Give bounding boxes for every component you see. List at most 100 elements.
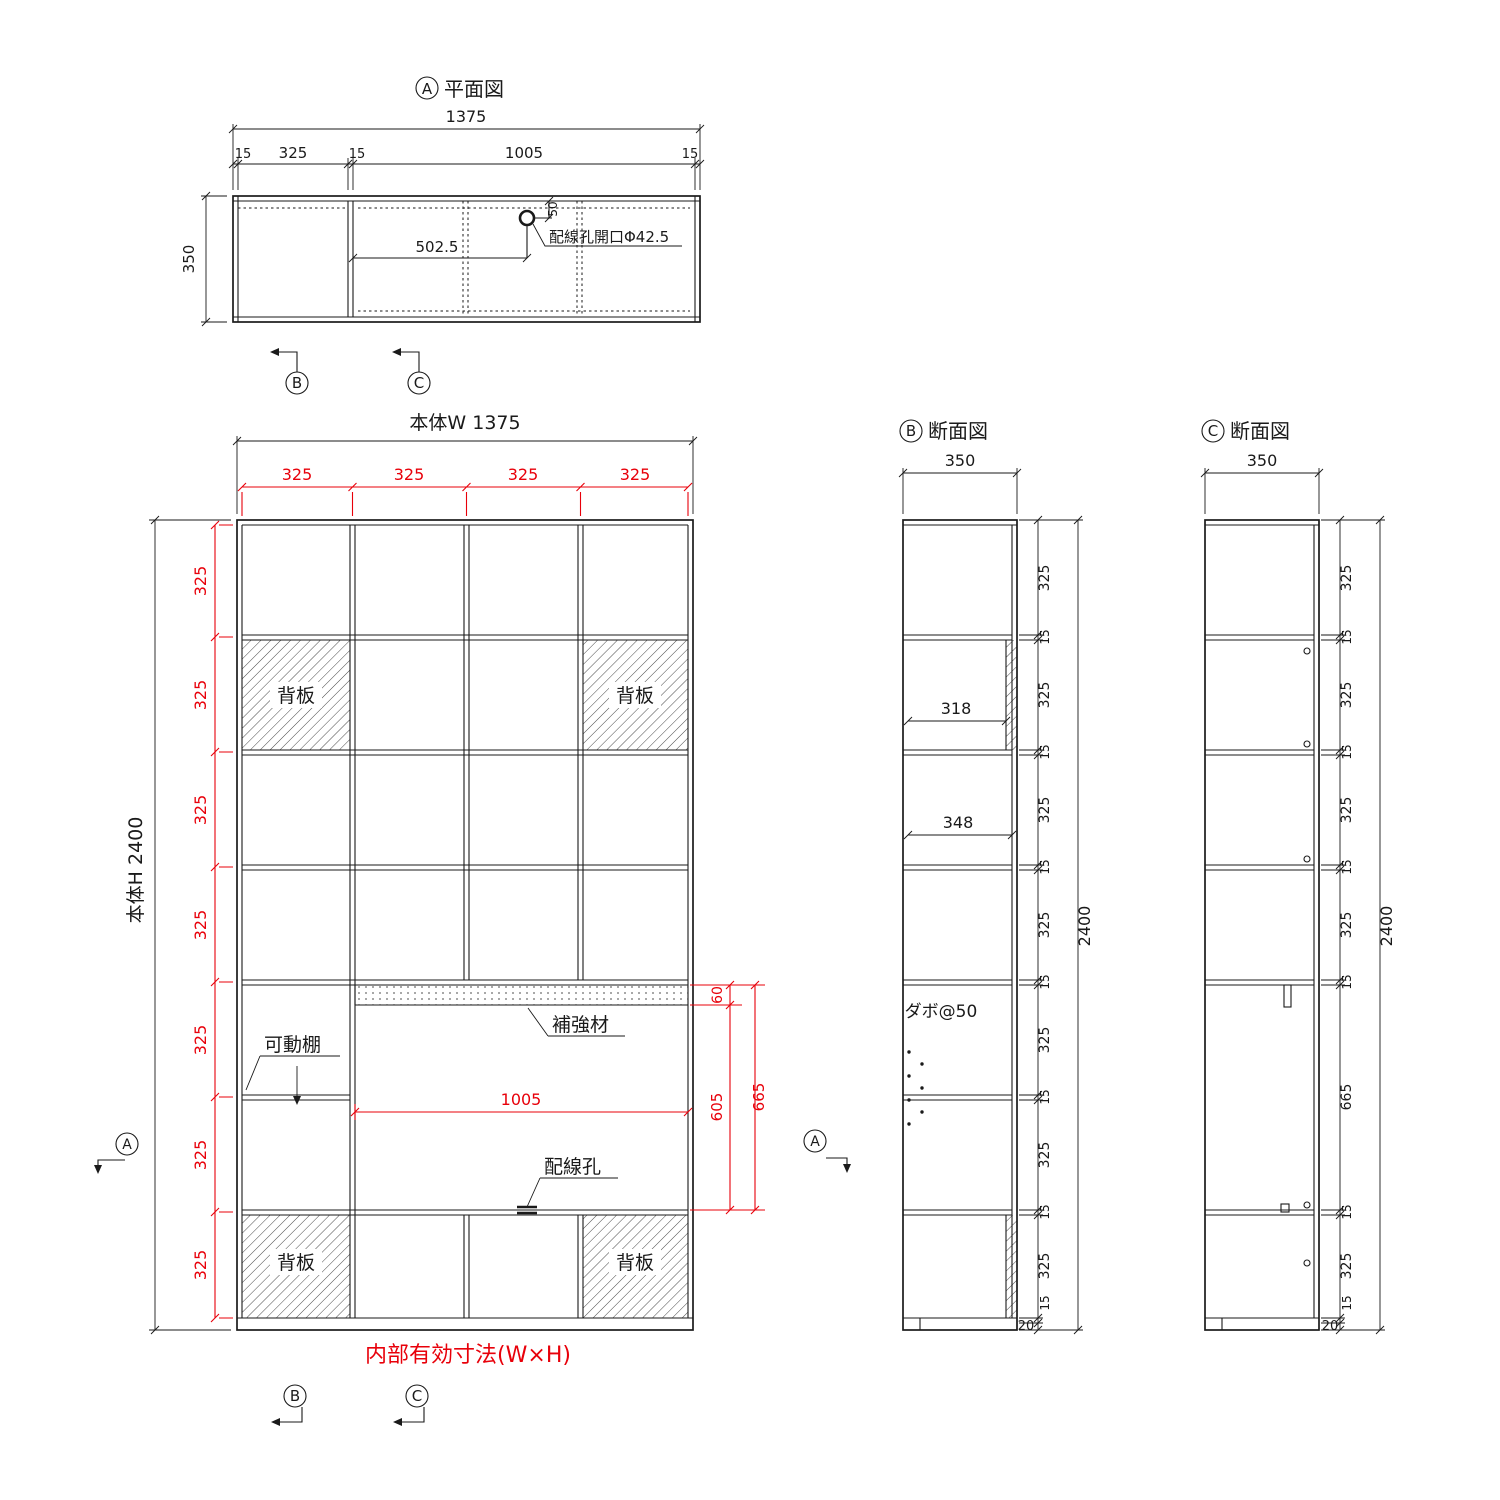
plan-hole-construction bbox=[353, 201, 552, 259]
section-c-outline bbox=[1204, 519, 1320, 1331]
plan-dim-2: 15 bbox=[349, 147, 366, 162]
c-chain-6: 325 bbox=[1339, 912, 1355, 939]
b-chain-4: 325 bbox=[1037, 797, 1053, 824]
section-b-title: 断面図 bbox=[928, 419, 988, 443]
wiring-hole-circle bbox=[518, 209, 536, 227]
plan-dim-4: 15 bbox=[682, 147, 699, 162]
cut-a-left-circle bbox=[115, 1132, 139, 1156]
plan-hole-offset-y: 50 bbox=[546, 201, 560, 216]
front-height-label: 本体H 2400 bbox=[125, 817, 147, 924]
cut-a-right-circle bbox=[803, 1129, 827, 1153]
section-b-marker-circle bbox=[899, 419, 923, 443]
section-b-shelf-depth-1: 318 bbox=[941, 699, 972, 718]
cut-a-right-letter: A bbox=[810, 1134, 820, 1150]
section-c-title: 断面図 bbox=[1230, 419, 1290, 443]
plan-hole-offset-x: 502.5 bbox=[416, 238, 459, 256]
front-bay-dim-lines bbox=[237, 482, 693, 516]
cut-a-right-arrowhead bbox=[843, 1164, 851, 1173]
reinforcement-leader bbox=[527, 1007, 625, 1037]
c-chain-0: 325 bbox=[1339, 565, 1355, 592]
section-b-shelf-depth-2: 348 bbox=[943, 813, 974, 832]
front-partitions bbox=[349, 525, 584, 1318]
b-chain-7: 15 bbox=[1038, 974, 1052, 989]
section-c-marker-letter: C bbox=[1208, 422, 1218, 440]
plan-width-dim-lines bbox=[232, 124, 701, 190]
b-chain-11: 15 bbox=[1038, 1204, 1052, 1219]
front-width-label: 本体W 1375 bbox=[409, 412, 520, 434]
row-dim-2: 325 bbox=[191, 795, 210, 826]
plan-dim-3: 1005 bbox=[505, 144, 543, 162]
front-width-dim bbox=[232, 436, 698, 514]
c-chain-4: 325 bbox=[1339, 797, 1355, 824]
section-b-overall-line bbox=[1073, 515, 1083, 1335]
open-width-value: 1005 bbox=[501, 1090, 542, 1109]
b-chain-9: 15 bbox=[1038, 1089, 1052, 1104]
cut-b-bottom-arrowhead bbox=[271, 1418, 280, 1426]
b-chain-10: 325 bbox=[1037, 1142, 1053, 1169]
cut-c-bottom-arrow bbox=[401, 1407, 425, 1423]
c-chain-8: 665 bbox=[1339, 1084, 1355, 1111]
label-chip bbox=[609, 682, 661, 708]
front-shelves bbox=[242, 634, 688, 1216]
cut-b-bottom-letter: B bbox=[290, 1387, 300, 1405]
wiring-hole-label: 配線孔 bbox=[544, 1156, 601, 1178]
section-b-outline bbox=[902, 519, 1018, 1331]
plan-cut-c-arrowhead bbox=[392, 348, 401, 356]
bay-dim-1: 325 bbox=[394, 465, 425, 484]
front-view: 本体W 1375 本体H 2400 背板 背板 背板 背板 可動棚 補強材 配線… bbox=[94, 412, 851, 1426]
bay-dim-2: 325 bbox=[508, 465, 539, 484]
label-chip bbox=[270, 1249, 322, 1275]
b-chain-1: 15 bbox=[1038, 629, 1052, 644]
plan-cut-c-circle bbox=[407, 371, 431, 395]
c-chain-7: 15 bbox=[1340, 974, 1354, 989]
dowel-note: ダボ@50 bbox=[905, 1002, 978, 1022]
section-b-depth-dim bbox=[898, 468, 1022, 514]
row-dim-4: 325 bbox=[191, 1025, 210, 1056]
section-c-reinforcement-section bbox=[1283, 984, 1292, 1008]
back-panel-label-2: 背板 bbox=[616, 685, 654, 707]
plan-depth: 350 bbox=[180, 245, 198, 274]
section-c-structure bbox=[1205, 524, 1319, 1330]
row-dim-3: 325 bbox=[191, 910, 210, 941]
b-chain-0: 325 bbox=[1037, 565, 1053, 592]
cut-a-right-arrow bbox=[826, 1157, 848, 1164]
plan-dim-1: 325 bbox=[279, 144, 308, 162]
front-row-dim-lines bbox=[210, 520, 233, 1323]
plan-cut-c-letter: C bbox=[414, 374, 424, 392]
section-b-view: B 断面図 350 318 348 ダボ@50 325 15 325 15 32… bbox=[898, 419, 1094, 1335]
strip-height-value: 60 bbox=[710, 986, 726, 1004]
row-dim-5: 325 bbox=[191, 1140, 210, 1171]
plan-cut-b-circle bbox=[285, 371, 309, 395]
plan-hole-leader bbox=[532, 223, 682, 247]
inner-dimension-note: 内部有効寸法(W×H) bbox=[365, 1343, 571, 1368]
plan-cut-b-letter: B bbox=[292, 374, 302, 392]
section-c-chain-ext bbox=[1321, 519, 1385, 1331]
cut-c-bottom-letter: C bbox=[412, 1387, 422, 1405]
section-c-depth-dim bbox=[1200, 468, 1324, 514]
section-c-view: C 断面図 350 325 15 325 15 325 15 325 15 66… bbox=[1200, 419, 1396, 1335]
section-b-depth: 350 bbox=[945, 451, 976, 470]
b-overall-dim: 2400 bbox=[1075, 906, 1094, 947]
section-b-chain-ext bbox=[1019, 519, 1083, 1331]
open-height-dims bbox=[690, 980, 765, 1215]
wiring-hole-mark bbox=[517, 1205, 537, 1215]
front-outline bbox=[236, 519, 694, 1331]
row-dim-1: 325 bbox=[191, 680, 210, 711]
b-chain-13: 15 bbox=[1038, 1295, 1052, 1310]
wiring-hole-note: 配線孔開口Φ42.5 bbox=[549, 228, 669, 246]
plan-width-dim-ticks bbox=[228, 124, 705, 169]
cut-c-bottom-circle bbox=[405, 1384, 429, 1408]
plan-marker-circle bbox=[415, 76, 439, 100]
c-chain-2: 325 bbox=[1339, 682, 1355, 709]
c-chain-5: 15 bbox=[1340, 859, 1354, 874]
cut-b-bottom-circle bbox=[283, 1384, 307, 1408]
plan-hole-dim-ticks bbox=[348, 196, 554, 263]
cut-a-left-arrow bbox=[97, 1159, 125, 1166]
b-chain-8: 325 bbox=[1037, 1027, 1053, 1054]
c-chain-10: 325 bbox=[1339, 1253, 1355, 1280]
reinforcement-strip bbox=[355, 985, 688, 1005]
section-c-marker-circle bbox=[1201, 419, 1225, 443]
plan-cut-c-arrow bbox=[400, 351, 420, 372]
c-chain-11: 15 bbox=[1340, 1295, 1354, 1310]
bay-dim-3: 325 bbox=[620, 465, 651, 484]
